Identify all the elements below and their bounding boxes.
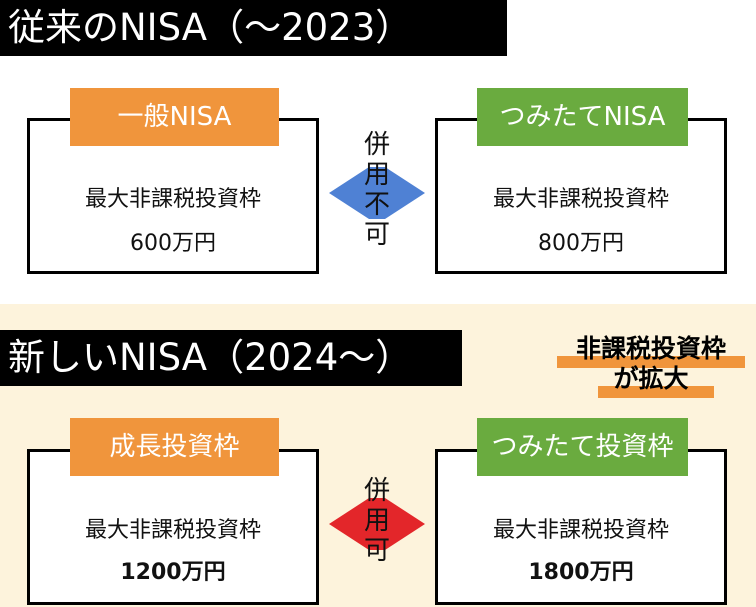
callout-line2: が拡大 bbox=[613, 364, 689, 393]
new-left-limit-label: 最大非課税投資枠 bbox=[84, 518, 261, 543]
old-right-tag: つみたてNISA bbox=[477, 88, 688, 146]
new-arrow-label: 併 用 可 bbox=[363, 476, 390, 566]
old-left-limit-value: 600万円 bbox=[130, 231, 216, 256]
new-nisa-heading: 新しいNISA（2024～） bbox=[0, 330, 462, 386]
new-right-limit-label: 最大非課税投資枠 bbox=[492, 518, 669, 543]
old-left-limit-label: 最大非課税投資枠 bbox=[84, 187, 261, 212]
new-left-limit-value: 1200万円 bbox=[120, 560, 226, 585]
callout-line1: 非課税投資枠 bbox=[575, 334, 726, 363]
old-right-limit-value: 800万円 bbox=[538, 231, 624, 256]
new-double-arrow bbox=[329, 498, 425, 550]
new-right-tag: つみたて投資枠 bbox=[477, 418, 688, 476]
callout-highlight-2 bbox=[598, 386, 714, 398]
old-double-arrow bbox=[329, 167, 425, 219]
new-left-tag: 成長投資枠 bbox=[70, 418, 279, 476]
old-left-tag: 一般NISA bbox=[70, 88, 279, 146]
callout-highlight-1 bbox=[557, 356, 745, 368]
old-arrow-label: 併 用 不 可 bbox=[363, 130, 390, 250]
old-nisa-heading: 従来のNISA（～2023） bbox=[0, 0, 507, 56]
old-right-limit-label: 最大非課税投資枠 bbox=[492, 187, 669, 212]
new-right-limit-value: 1800万円 bbox=[528, 560, 634, 585]
